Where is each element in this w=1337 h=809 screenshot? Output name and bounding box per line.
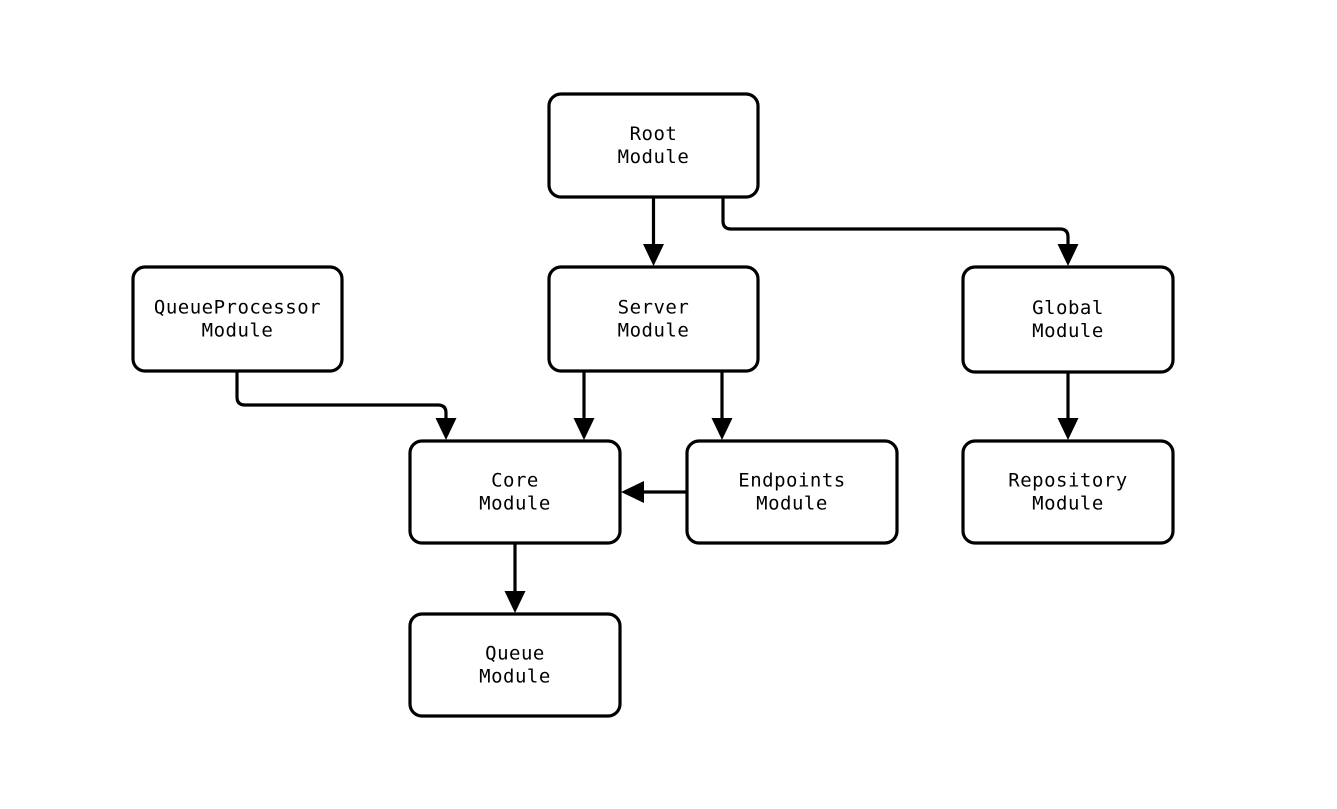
queue-module-node-box[interactable] — [408, 612, 622, 718]
nodes-layer: RootModuleQueueProcessorModuleServerModu… — [131, 92, 1175, 718]
repository-module-node-label-line1: Repository — [1008, 470, 1127, 492]
edge-global-to-repository — [1057, 372, 1079, 440]
edge-root-to-server-arrowhead-icon — [643, 244, 664, 266]
server-module-node-label-line1: Server — [618, 297, 690, 319]
edge-global-to-repository-arrowhead-icon — [1057, 418, 1079, 440]
edge-endpoints-to-core-arrowhead-icon — [621, 481, 644, 503]
root-module-node-box[interactable] — [547, 92, 760, 199]
edge-queueprocessor-to-core-arrowhead-icon — [435, 418, 457, 440]
queue-module-node-label-line1: Queue — [485, 643, 545, 665]
edge-endpoints-to-core — [621, 481, 687, 503]
endpoints-module-node-box[interactable] — [685, 439, 899, 545]
edge-core-to-queue — [504, 543, 526, 613]
edge-root-to-server — [643, 197, 664, 266]
queueprocessor-module-node-label-line2: Module — [202, 320, 274, 342]
edges-layer — [235, 197, 1079, 613]
core-module-node-label-line1: Core — [491, 470, 539, 492]
repository-module-node-box[interactable] — [961, 439, 1175, 545]
edge-root-to-global — [721, 197, 1079, 266]
edge-core-to-queue-arrowhead-icon — [504, 591, 526, 613]
global-module-node-box[interactable] — [961, 265, 1175, 374]
core-module-node-label-line2: Module — [479, 493, 551, 515]
queueprocessor-module-node-label-line1: QueueProcessor — [154, 297, 321, 319]
server-module-node-box[interactable] — [547, 265, 760, 373]
edge-server-to-endpoints — [711, 371, 733, 440]
edge-root-to-global-line — [721, 197, 1070, 248]
edge-root-to-global-arrowhead-icon — [1057, 244, 1079, 266]
root-module-node-label-line2: Module — [618, 146, 690, 168]
edge-server-to-core — [573, 371, 595, 440]
repository-module-node-label-line2: Module — [1032, 493, 1104, 515]
edge-server-to-core-arrowhead-icon — [573, 418, 595, 440]
endpoints-module-node-label-line1: Endpoints — [738, 470, 845, 492]
server-module-node-label-line2: Module — [618, 320, 690, 342]
queue-module-node-label-line2: Module — [479, 666, 551, 688]
edge-server-to-endpoints-arrowhead-icon — [711, 418, 733, 440]
edge-queueprocessor-to-core-line — [235, 371, 448, 422]
root-module-node-label-line1: Root — [630, 123, 678, 145]
endpoints-module-node-label-line2: Module — [756, 493, 828, 515]
queueprocessor-module-node-box[interactable] — [131, 265, 344, 373]
global-module-node-label-line1: Global — [1032, 297, 1104, 319]
core-module-node-box[interactable] — [408, 439, 622, 545]
global-module-node-label-line2: Module — [1032, 320, 1104, 342]
edge-queueprocessor-to-core — [235, 371, 457, 440]
